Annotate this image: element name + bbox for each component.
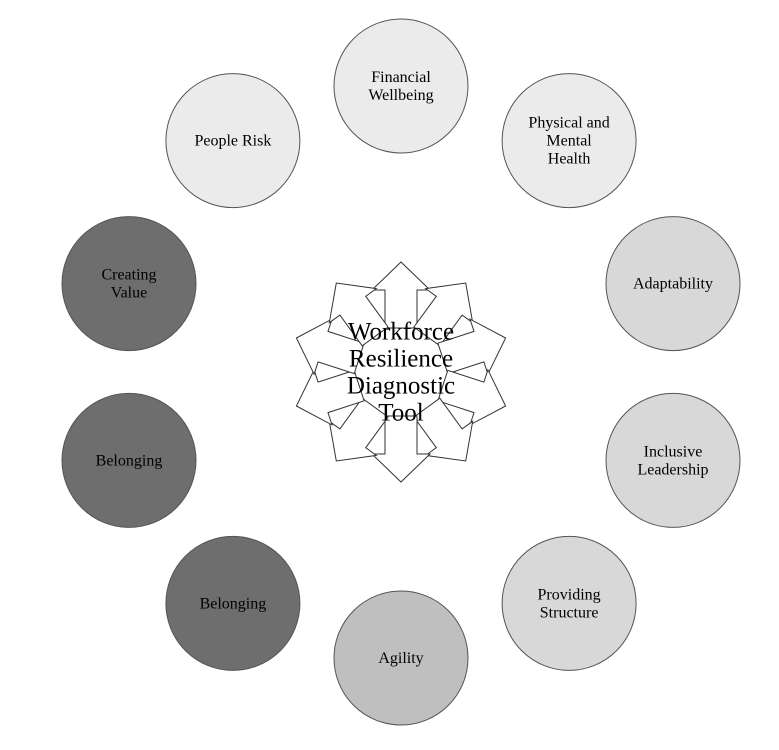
node-label-line: Belonging xyxy=(96,452,163,469)
node-label-agility: Agility xyxy=(378,650,423,667)
node-people-risk: People Risk xyxy=(165,73,301,209)
arrow-to-providing-structure xyxy=(413,397,474,462)
node-label-line: Inclusive xyxy=(644,443,703,460)
center-title-line: Diagnostic xyxy=(347,373,455,400)
node-label-people-risk: People Risk xyxy=(194,133,271,150)
arrow-to-inclusive-leadership xyxy=(437,368,507,426)
node-label-line: Adaptability xyxy=(633,276,713,293)
node-label-line: Financial xyxy=(371,69,431,86)
node-label-line: Leadership xyxy=(637,461,708,478)
arrow-to-financial-wellbeing xyxy=(370,261,432,329)
node-circle-people-risk xyxy=(165,73,301,209)
node-label-line: Health xyxy=(548,151,591,168)
arrow-to-adaptability xyxy=(437,318,507,376)
node-belonging-left: Belonging xyxy=(61,392,197,528)
arrow-to-agility xyxy=(370,415,432,483)
node-belonging-lower: Belonging xyxy=(165,535,301,671)
arrow-to-creating-value xyxy=(295,318,365,376)
node-label-line: Value xyxy=(111,285,147,302)
node-label-belonging-left: Belonging xyxy=(96,452,163,469)
node-label-line: Agility xyxy=(378,650,423,667)
arrow-to-belonging-lower xyxy=(328,397,389,462)
node-circle-physical-and-mental-health xyxy=(501,73,637,209)
node-circle-adaptability xyxy=(605,216,741,352)
center-title-line: Tool xyxy=(378,400,424,427)
node-label-belonging-lower: Belonging xyxy=(200,595,267,612)
node-circle-belonging-left xyxy=(61,392,197,528)
node-label-line: Physical and xyxy=(528,115,609,132)
node-label-line: Belonging xyxy=(200,595,267,612)
center-title-line: Resilience xyxy=(349,346,453,373)
node-label-line: Structure xyxy=(540,604,599,621)
node-agility: Agility xyxy=(333,590,469,726)
node-circle-financial-wellbeing xyxy=(333,18,469,154)
arrow-to-belonging-left xyxy=(295,368,365,426)
node-circle-creating-value xyxy=(61,216,197,352)
node-adaptability: Adaptability xyxy=(605,216,741,352)
node-label-line: People Risk xyxy=(194,133,271,150)
node-circle-belonging-lower xyxy=(165,535,301,671)
arrow-to-physical-and-mental-health xyxy=(413,282,474,347)
arrow-to-people-risk xyxy=(328,282,389,347)
node-label-adaptability: Adaptability xyxy=(633,276,713,293)
node-label-line: Providing xyxy=(538,586,601,603)
node-circle-agility xyxy=(333,590,469,726)
node-label-line: Creating xyxy=(101,267,156,284)
node-circle-inclusive-leadership xyxy=(605,392,741,528)
arrows-layer xyxy=(295,261,507,483)
node-label-line: Wellbeing xyxy=(368,87,433,104)
node-circle-providing-structure xyxy=(501,535,637,671)
node-label-line: Mental xyxy=(546,133,592,150)
center-title-line: Workforce xyxy=(348,319,454,346)
